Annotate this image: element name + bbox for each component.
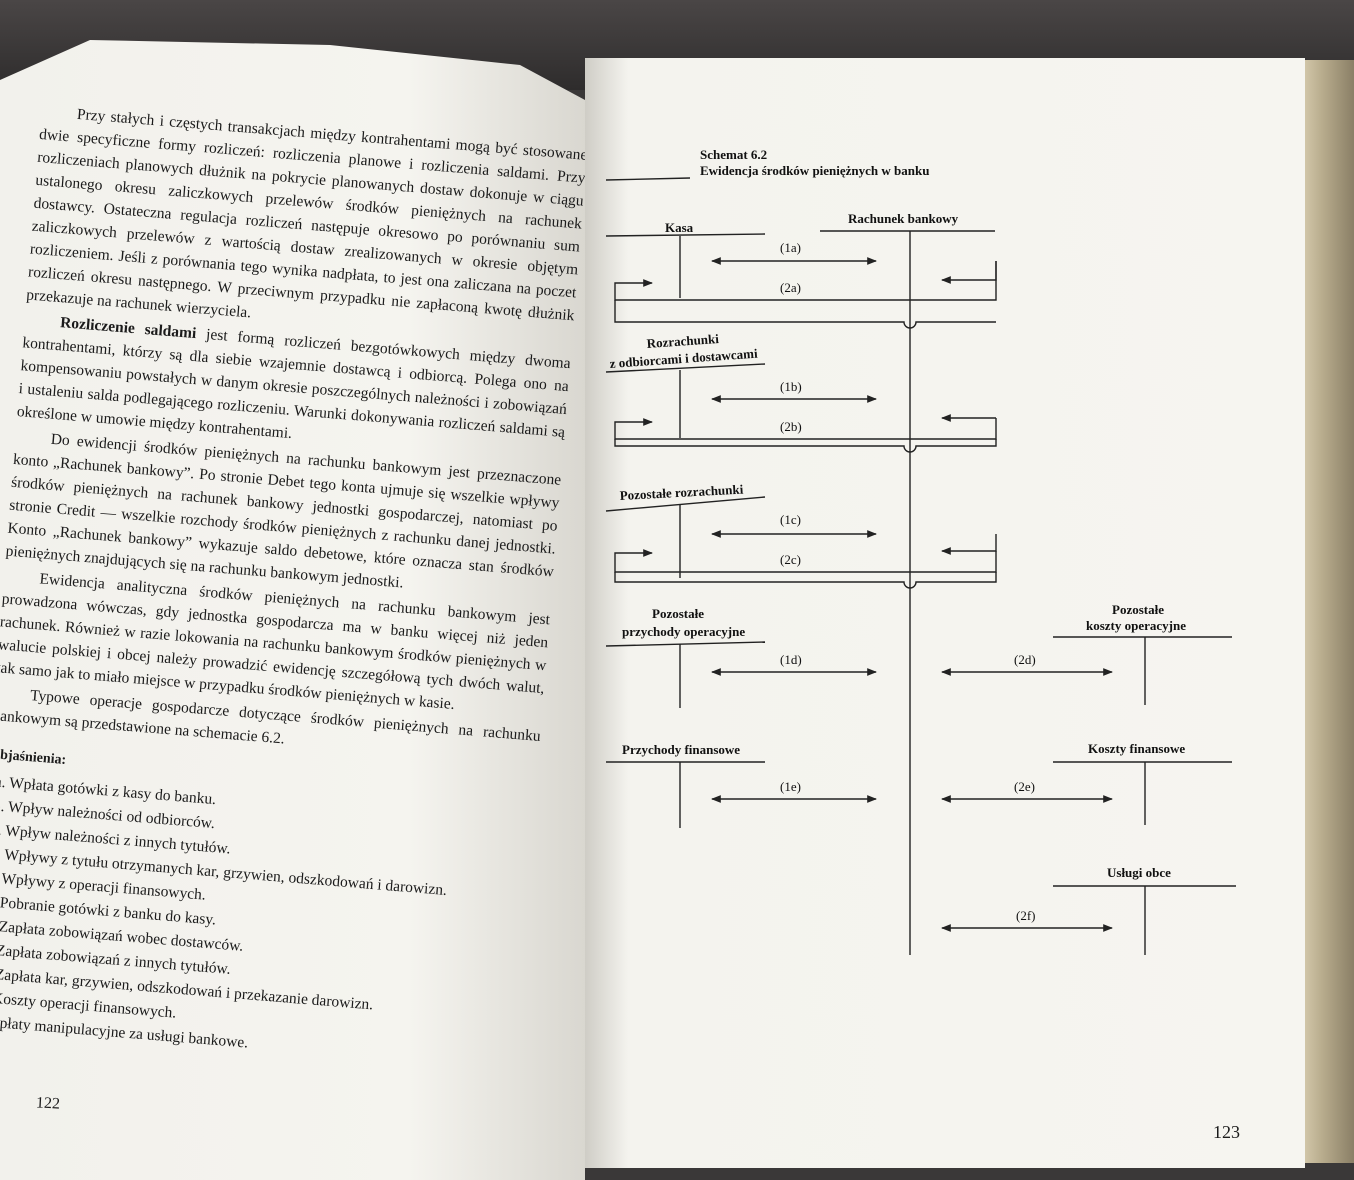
flow-label-1c: (1c): [780, 512, 801, 527]
flow-label-2d: (2d): [1014, 652, 1036, 667]
account-przychody-finansowe-label: Przychody finansowe: [622, 742, 740, 757]
flow-label-2c: (2c): [780, 552, 801, 567]
flow-bank-2a: [941, 261, 997, 284]
account-pozostale-koszty-label-1: Pozostałe: [1112, 602, 1164, 617]
flow-bridge-a: [614, 300, 996, 329]
flow-label-2f: (2f): [1016, 908, 1036, 923]
page-number-right: 123: [1213, 1122, 1240, 1142]
left-page: [0, 40, 585, 1180]
flow-return-2c: [614, 549, 997, 573]
flow-label-1b: (1b): [780, 379, 802, 394]
pozostale-rozrachunki-top: [605, 496, 766, 512]
account-pozostale-koszty-label-2: koszty operacyjne: [1086, 618, 1186, 633]
kasa-top: [605, 233, 766, 237]
schema-number: Schemat 6.2: [700, 147, 767, 162]
flow-return-2b: [614, 418, 997, 440]
rozrachunki-top: [605, 363, 766, 373]
header-rule: [605, 177, 691, 181]
flow-label-1a: (1a): [780, 240, 801, 255]
flow-bridge-c: [614, 572, 997, 589]
account-pozostale-przychody-label-1: Pozostałe: [652, 606, 704, 621]
account-koszty-finansowe-label: Koszty finansowe: [1088, 741, 1185, 756]
account-rozrachunki-label-2: z odbiorcami i dostawcami: [609, 346, 758, 371]
account-rachunek-bankowy-label: Rachunek bankowy: [848, 211, 959, 226]
flow-label-2a: (2a): [780, 280, 801, 295]
pozostale-przychody-top: [605, 641, 766, 647]
account-rozrachunki-label-1: Rozrachunki: [646, 331, 719, 351]
account-pozostale-przychody-label-2: przychody operacyjne: [622, 624, 745, 639]
flow-label-1d: (1d): [780, 652, 802, 667]
flow-label-2b: (2b): [780, 419, 802, 434]
account-uslugi-obce-label: Usługi obce: [1107, 865, 1171, 880]
account-kasa-label: Kasa: [665, 220, 694, 235]
account-pozostale-rozrachunki-label: Pozostałe rozrachunki: [619, 482, 744, 503]
right-page: [585, 58, 1305, 1168]
flow-bank-2c: [941, 534, 997, 555]
flow-bridge-b: [614, 439, 997, 453]
book-edge: [1300, 60, 1354, 1163]
schema-title: Ewidencja środków pieniężnych w banku: [700, 163, 929, 178]
flow-return-2a: [614, 261, 997, 301]
flow-label-1e: (1e): [780, 779, 801, 794]
flow-label-2e: (2e): [1014, 779, 1035, 794]
